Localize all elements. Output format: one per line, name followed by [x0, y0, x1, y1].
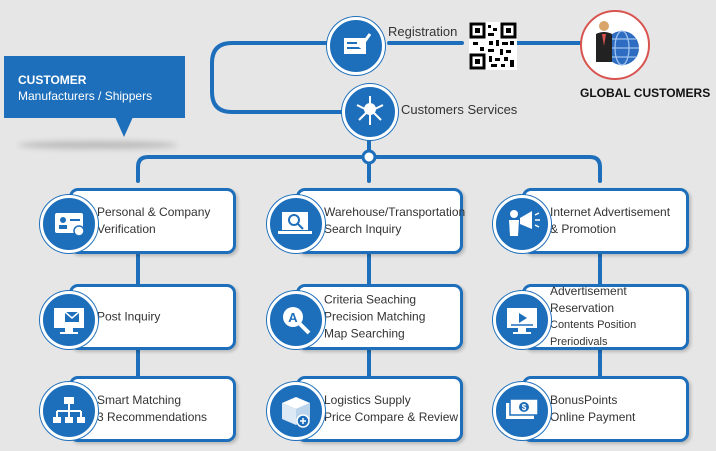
- card-line: Search Inquiry: [324, 222, 402, 236]
- customer-callout: CUSTOMER Manufacturers / Shippers: [4, 56, 185, 118]
- registration-icon: [327, 17, 385, 75]
- mail-monitor-icon: [40, 291, 98, 349]
- id-card-icon: [40, 195, 98, 253]
- svg-text:$: $: [522, 403, 527, 412]
- card-line: Internet Advertisement: [550, 205, 671, 219]
- megaphone-person-icon: [493, 195, 551, 253]
- card-line: Criteria Seaching: [324, 292, 417, 307]
- customers-services-label: Customers Services: [401, 102, 518, 117]
- card-line: Warehouse/Transportation: [324, 205, 466, 219]
- card-line: Contents Position Preriodivals: [550, 319, 637, 348]
- qr-code-icon: [469, 22, 517, 70]
- card-line: Personal & Company: [97, 205, 211, 219]
- card-line: Price Compare & Review: [324, 410, 459, 424]
- magnifier-a-icon: A: [267, 291, 325, 349]
- card-line: Map Searching: [324, 326, 405, 341]
- card-line: Smart Matching: [97, 393, 182, 407]
- callout-title: CUSTOMER: [18, 73, 87, 87]
- package-plus-icon: [267, 382, 325, 440]
- global-customer-globe-icon: [580, 10, 650, 80]
- customers-services-icon: [342, 84, 398, 140]
- org-chart-icon: [40, 382, 98, 440]
- card-line: Logistics Supply: [324, 393, 411, 407]
- cash-icon: $: [493, 382, 551, 440]
- card-line: & Promotion: [550, 222, 617, 236]
- card-line: 3 Recommendations: [97, 410, 208, 424]
- card-line: Advertisement Reservation: [550, 284, 627, 315]
- callout-subtitle: Manufacturers / Shippers: [18, 89, 153, 103]
- card-line: Precision Matching: [324, 309, 426, 324]
- card-line: BonusPoints: [550, 393, 618, 407]
- card-line: Online Payment: [550, 410, 636, 424]
- global-customers-label: GLOBAL CUSTOMERS: [580, 86, 711, 100]
- video-monitor-icon: [493, 291, 551, 349]
- laptop-search-icon: [267, 195, 325, 253]
- card-line: Verification: [97, 222, 156, 236]
- card-line: Post Inquiry: [97, 309, 161, 324]
- svg-text:A: A: [288, 310, 298, 325]
- callout-tail: [115, 117, 133, 137]
- callout-shadow: [18, 141, 178, 149]
- registration-label: Registration: [388, 24, 458, 39]
